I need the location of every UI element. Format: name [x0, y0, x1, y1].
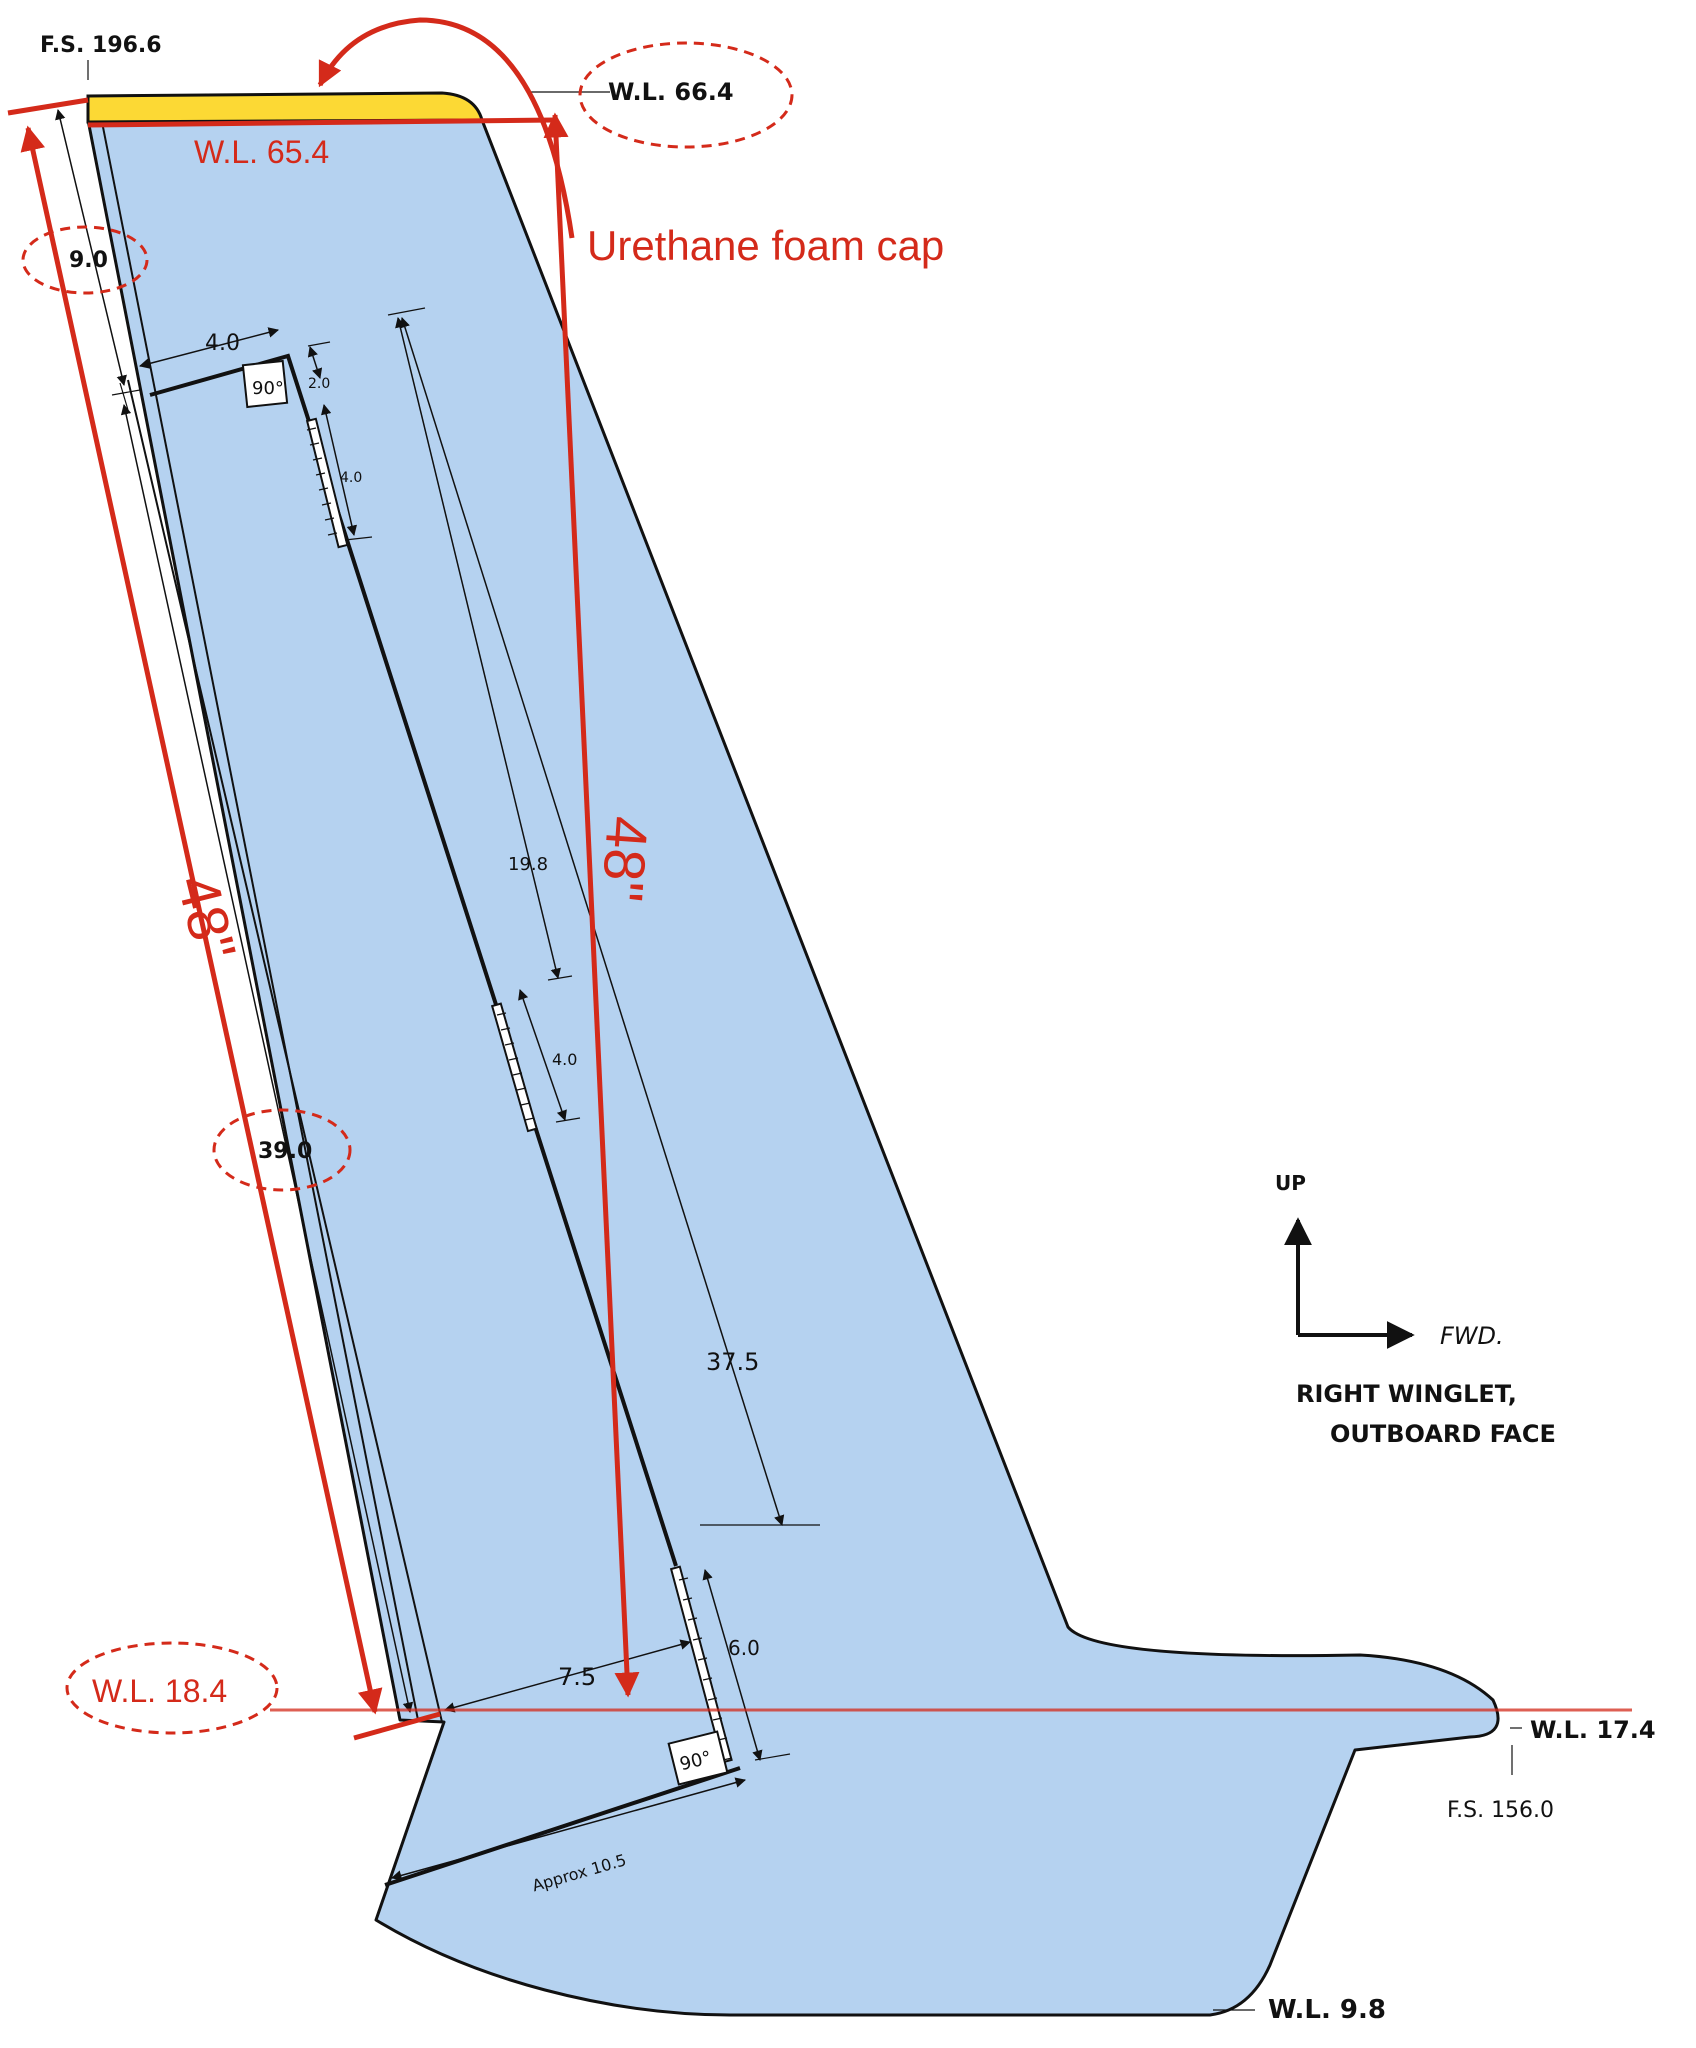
dim-2-0: 2.0	[308, 376, 330, 392]
orientation-legend: UP FWD. RIGHT WINGLET, OUTBOARD FACE	[1275, 1171, 1556, 1448]
legend-fwd-label: FWD.	[1440, 1322, 1504, 1350]
label-wl-bottom: W.L. 9.8	[1268, 1995, 1386, 2025]
dim-7-5: 7.5	[558, 1663, 596, 1691]
legend-up-label: UP	[1275, 1171, 1306, 1195]
dim-19-8: 19.8	[508, 854, 548, 875]
dim-37-5: 37.5	[706, 1348, 759, 1376]
dim-4-0-hinge-mid: 4.0	[552, 1050, 577, 1069]
label-wl-cap: W.L. 65.4	[194, 134, 329, 170]
red-annotation-lines	[7, 17, 640, 1741]
label-fs-top: F.S. 196.6	[40, 33, 162, 58]
label-wl-root: W.L. 18.4	[92, 1673, 227, 1709]
svg-text:90°: 90°	[252, 378, 284, 399]
angle-box-top: 90°	[241, 359, 289, 409]
label-fs-bottom: F.S. 156.0	[1447, 1798, 1554, 1823]
dim-9-0: 9.0	[69, 248, 108, 273]
foam-cap-label: Urethane foam cap	[587, 222, 944, 269]
dim-4-0-top: 4.0	[205, 331, 240, 356]
dim-39-0: 39.0	[258, 1139, 312, 1164]
label-wl-tip: W.L. 17.4	[1530, 1716, 1656, 1744]
dim-4-0-hinge-top: 4.0	[340, 470, 362, 486]
dim-6-0: 6.0	[728, 1636, 760, 1660]
label-wl-top: W.L. 66.4	[608, 78, 734, 106]
legend-caption-line2: OUTBOARD FACE	[1330, 1420, 1556, 1448]
legend-caption-line1: RIGHT WINGLET,	[1296, 1380, 1517, 1408]
foam-cap	[86, 91, 484, 124]
winglet-body	[86, 118, 1500, 2017]
span-label-right: 48"	[589, 814, 660, 903]
